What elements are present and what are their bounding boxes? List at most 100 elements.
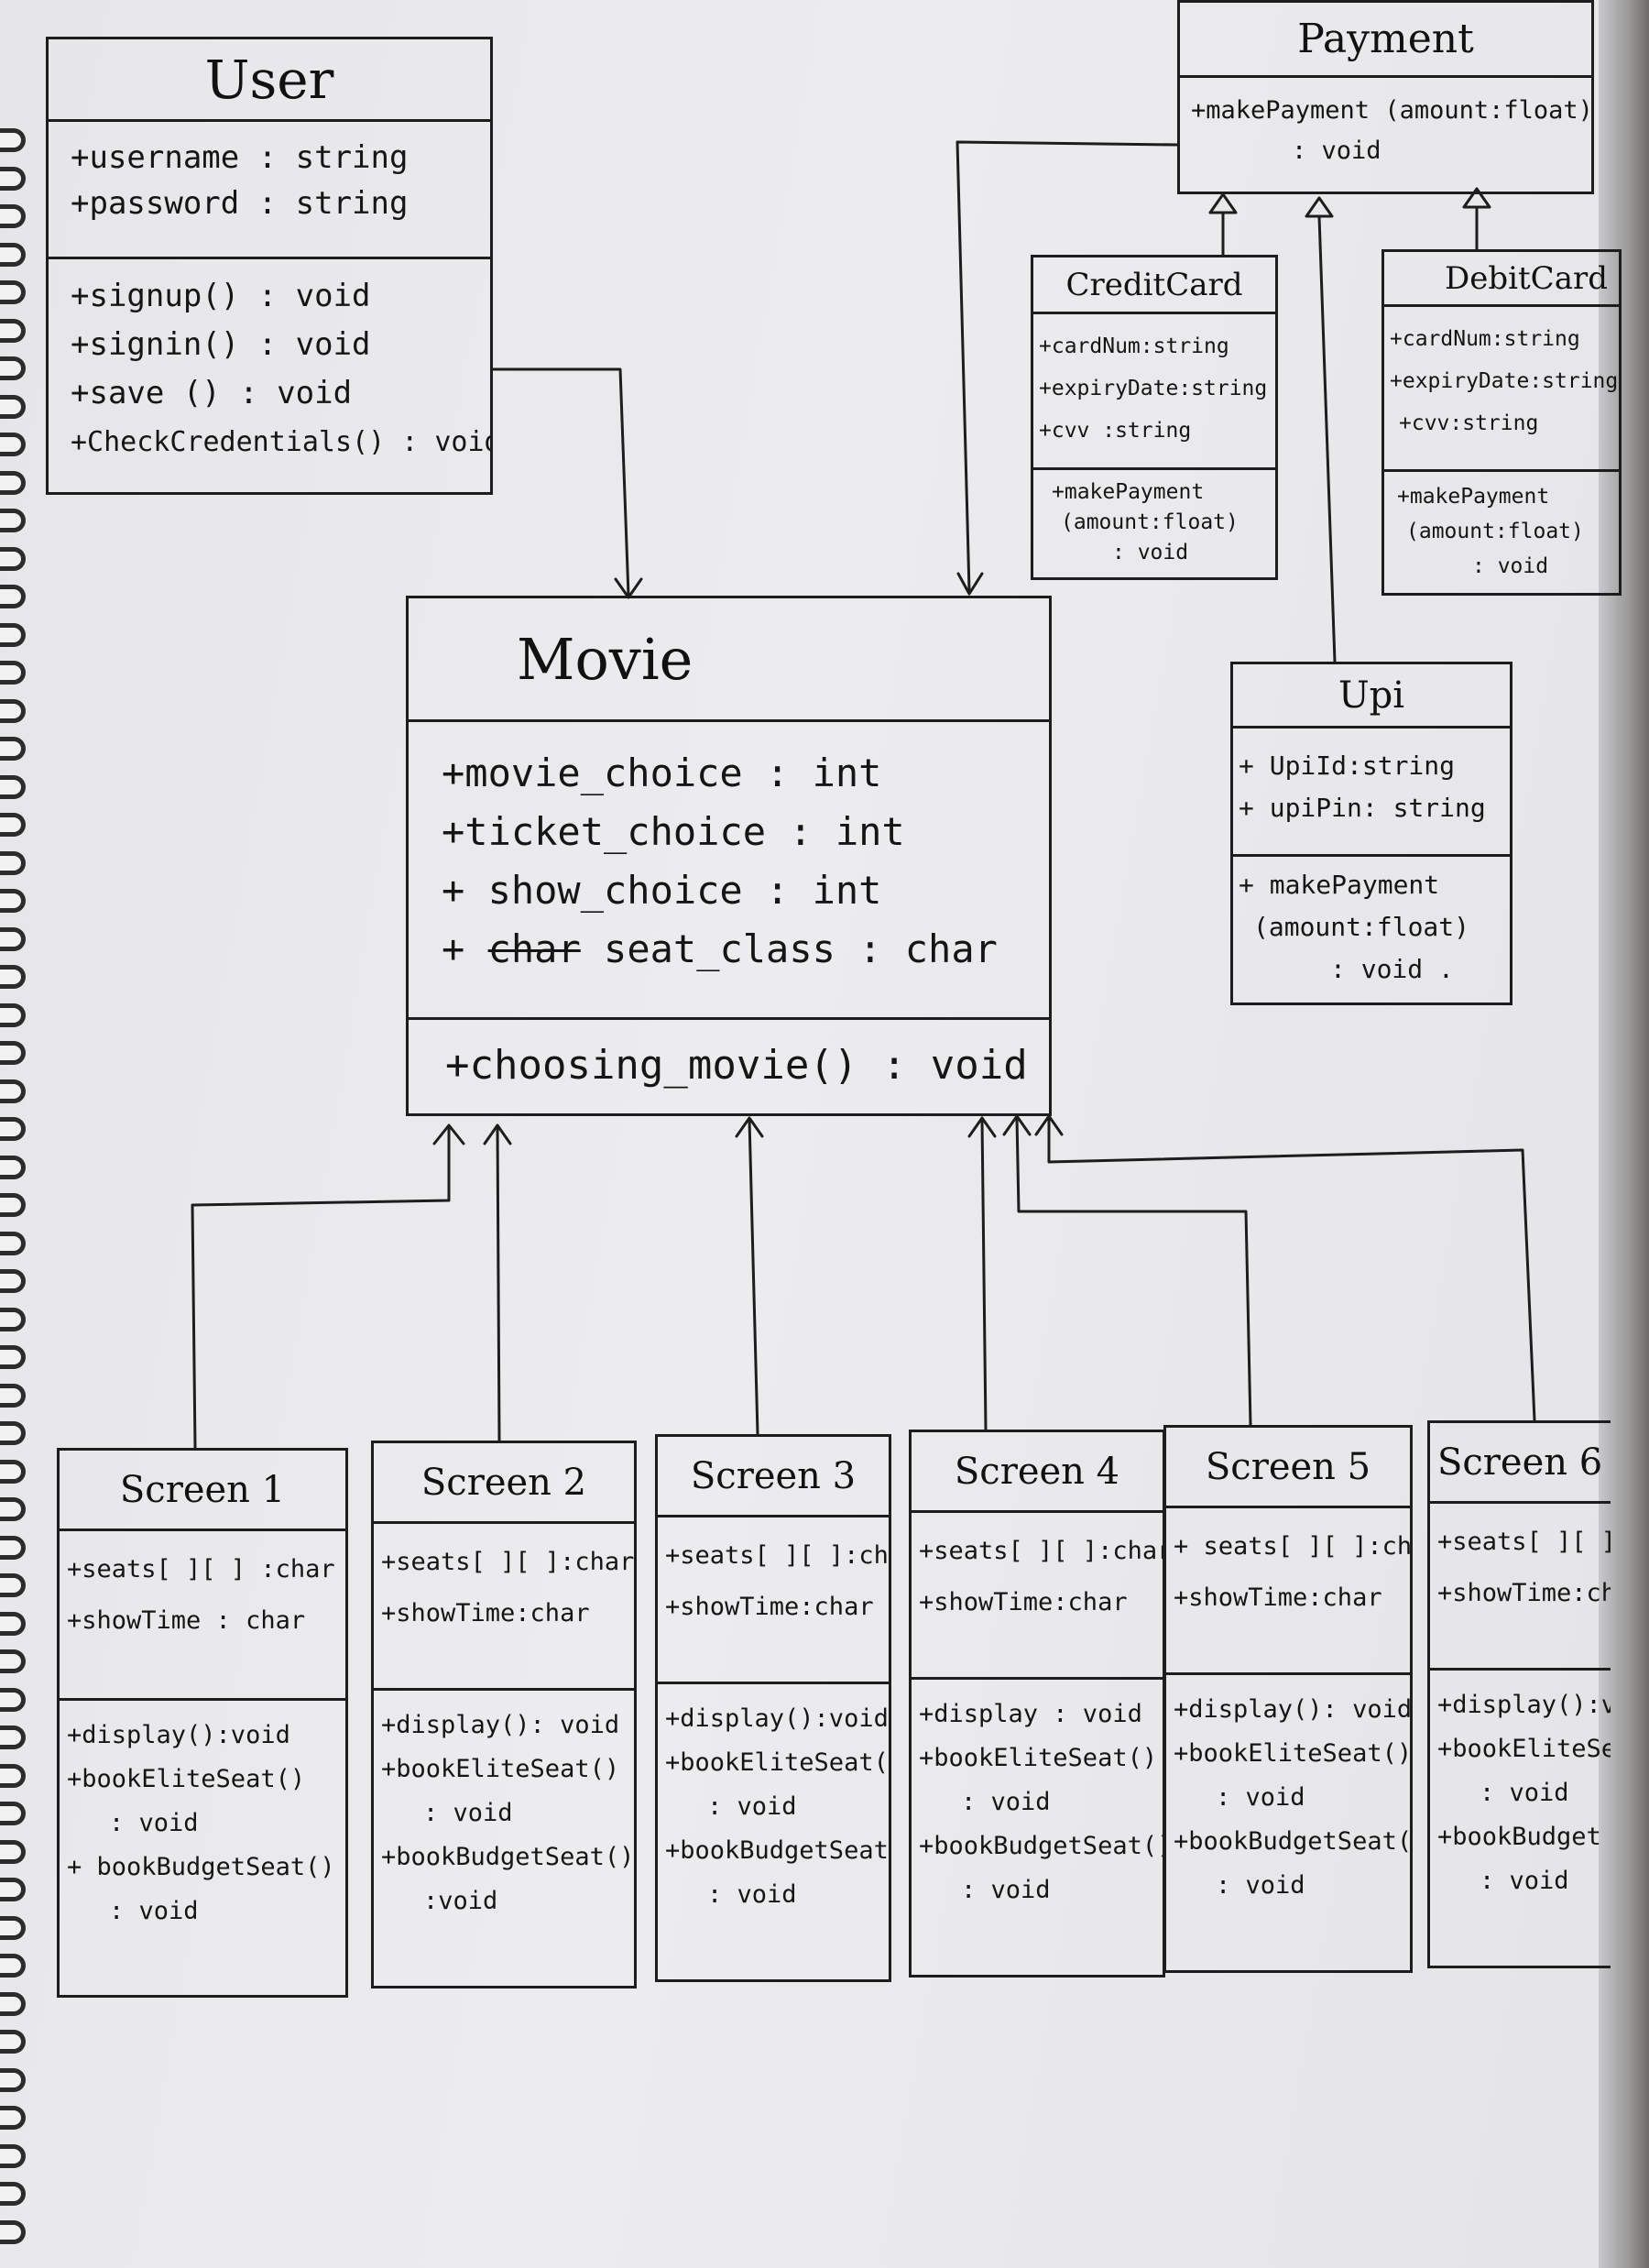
creditcard-attr-cardnum: +cardNum:string	[1039, 334, 1229, 358]
spiral-ring	[0, 965, 26, 989]
payment-methods: +makePayment (amount:float) : void	[1180, 78, 1591, 184]
spiral-ring	[0, 927, 26, 951]
screen-3-method-bookbudgetseat-return: : void	[707, 1880, 797, 1909]
screen-5-methods: +display(): void +bookEliteSeat() : void…	[1166, 1675, 1410, 1917]
upi-methods: + makePayment (amount:float) : void .	[1233, 857, 1510, 998]
screen-3-method-bookeliteseat: +bookEliteSeat()	[665, 1748, 889, 1777]
user-attributes: +username : string +password : string	[49, 122, 490, 259]
screen-2-attr-seats: +seats[ ][ ]:char	[381, 1548, 634, 1576]
spiral-ring	[0, 1193, 26, 1217]
spiral-ring	[0, 1497, 26, 1521]
spiral-ring	[0, 433, 26, 456]
payment-method-makepayment: +makePayment (amount:float)	[1191, 96, 1591, 125]
screen-6-name: Screen 6	[1430, 1423, 1611, 1504]
spiral-ring	[0, 1345, 26, 1369]
spiral-ring	[0, 1992, 26, 2016]
spiral-ring	[0, 1612, 26, 1636]
creditcard-attributes: +cardNum:string +expiryDate:string +cvv …	[1033, 314, 1275, 470]
screen-1-method-display: +display():void	[67, 1721, 290, 1749]
spiral-ring	[0, 813, 26, 837]
screen-4-method-display: +display : void	[919, 1700, 1142, 1728]
movie-attr-show-choice: + show_choice : int	[442, 868, 882, 913]
user-class-name: User	[49, 39, 490, 122]
movie-attr-ticket-choice: +ticket_choice : int	[442, 809, 905, 854]
payment-method-return: : void	[1292, 137, 1381, 165]
screen-1-attr-seats: +seats[ ][ ] :char	[67, 1555, 335, 1583]
screen-5-attr-seats: + seats[ ][ ]:char	[1174, 1532, 1410, 1561]
spiral-ring	[0, 167, 26, 191]
screen-6-method-bookeliteseat: +bookEliteSeat(	[1437, 1735, 1611, 1763]
spiral-ring	[0, 547, 26, 571]
debitcard-attr-cardnum: +cardNum:string	[1390, 327, 1580, 351]
debitcard-method-makepayment: +makePayment	[1397, 485, 1550, 509]
creditcard-methods: +makePayment (amount:float) : void	[1033, 470, 1275, 575]
screen-2-attributes: +seats[ ][ ]:char +showTime:char	[374, 1524, 634, 1691]
spiral-ring	[0, 1232, 26, 1255]
user-method-signin: +signin() : void	[71, 326, 371, 363]
spiral-ring	[0, 1878, 26, 1901]
debitcard-attr-cvv: +cvv:string	[1399, 411, 1539, 435]
screen-5-method-bookeliteseat: +bookEliteSeat()	[1174, 1739, 1410, 1768]
upi-generalization-triangle	[1305, 196, 1334, 218]
debitcard-method-return: : void	[1472, 554, 1549, 578]
spiral-ring	[0, 1421, 26, 1445]
spiral-ring	[0, 661, 26, 685]
user-method-signup: +signup() : void	[71, 278, 371, 314]
creditcard-class-name: CreditCard	[1033, 257, 1275, 314]
screen4-arrowhead	[967, 1116, 997, 1138]
screen6-arrowhead	[1034, 1114, 1064, 1136]
upi-attr-upipin: + upiPin: string	[1239, 793, 1486, 823]
user-attr-password: +password : string	[71, 185, 409, 222]
spiral-ring	[0, 585, 26, 608]
screen5-movie-link	[1015, 1116, 1252, 1427]
spiral-ring	[0, 1308, 26, 1331]
screen-4-method-bookbudgetseat: +bookBudgetSeat()	[919, 1832, 1163, 1860]
creditcard-method-params: (amount:float)	[1061, 510, 1239, 534]
spiral-ring	[0, 319, 26, 343]
spiral-ring	[0, 1156, 26, 1179]
spiral-ring	[0, 1573, 26, 1597]
creditcard-generalization-triangle	[1208, 192, 1238, 214]
screen-2-method-bookeliteseat: +bookEliteSeat()	[381, 1755, 620, 1783]
screen-5-method-bookbudgetseat: +bookBudgetSeat()	[1174, 1827, 1410, 1856]
payment-class-name: Payment	[1180, 3, 1591, 78]
debitcard-method-params: (amount:float)	[1406, 520, 1584, 543]
screen-2-method-bookbudgetseat-return: :void	[423, 1887, 498, 1915]
screen-2-attr-showtime: +showTime:char	[381, 1599, 590, 1627]
screen-1-method-bookeliteseat: +bookEliteSeat()	[67, 1765, 306, 1793]
screen-3-attr-showtime: +showTime:char	[665, 1593, 874, 1621]
screen-4-method-bookbudgetseat-return: : void	[961, 1876, 1051, 1904]
screen-3-method-bookbudgetseat: +bookBudgetSeat()	[665, 1836, 889, 1865]
spiral-ring	[0, 2182, 26, 2206]
screen-6-method-bookbudgetseat: +bookBudget	[1437, 1823, 1601, 1851]
upi-class-name: Upi	[1233, 664, 1510, 729]
screen2-arrowhead	[483, 1123, 512, 1145]
screen-6-class: Screen 6 +seats[ ][ ]:ch +showTime:ch +d…	[1427, 1420, 1611, 1968]
spiral-ring	[0, 1003, 26, 1027]
spiral-ring	[0, 623, 26, 647]
spiral-ring	[0, 471, 26, 495]
screen-2-method-bookeliteseat-return: : void	[423, 1799, 513, 1827]
spiral-ring	[0, 1536, 26, 1560]
spiral-ring	[0, 2030, 26, 2054]
spiral-ring	[0, 356, 26, 380]
screen-1-method-bookbudgetseat-return: : void	[109, 1897, 199, 1925]
screen-5-method-bookbudgetseat-return: : void	[1216, 1871, 1305, 1900]
spiral-ring	[0, 1041, 26, 1065]
upi-attr-upiid: + UpiId:string	[1239, 751, 1456, 781]
user-class: User +username : string +password : stri…	[46, 37, 493, 495]
screen-5-class: Screen 5 + seats[ ][ ]:char +showTime:ch…	[1163, 1425, 1413, 1973]
seat-class-text: seat_class : char	[604, 926, 998, 971]
page-edge-shadow	[1599, 0, 1649, 2268]
screen4-movie-link	[980, 1118, 988, 1431]
spiral-ring	[0, 395, 26, 419]
screen3-arrowhead	[735, 1116, 764, 1138]
spiral-ring	[0, 1269, 26, 1293]
screen-4-attr-showtime: +showTime:char	[919, 1588, 1128, 1616]
screen-1-methods: +display():void +bookEliteSeat() : void …	[60, 1701, 345, 1943]
payment-movie-arrowhead	[956, 572, 984, 596]
screen-1-attributes: +seats[ ][ ] :char +showTime : char	[60, 1531, 345, 1701]
screen2-movie-link	[496, 1125, 501, 1442]
